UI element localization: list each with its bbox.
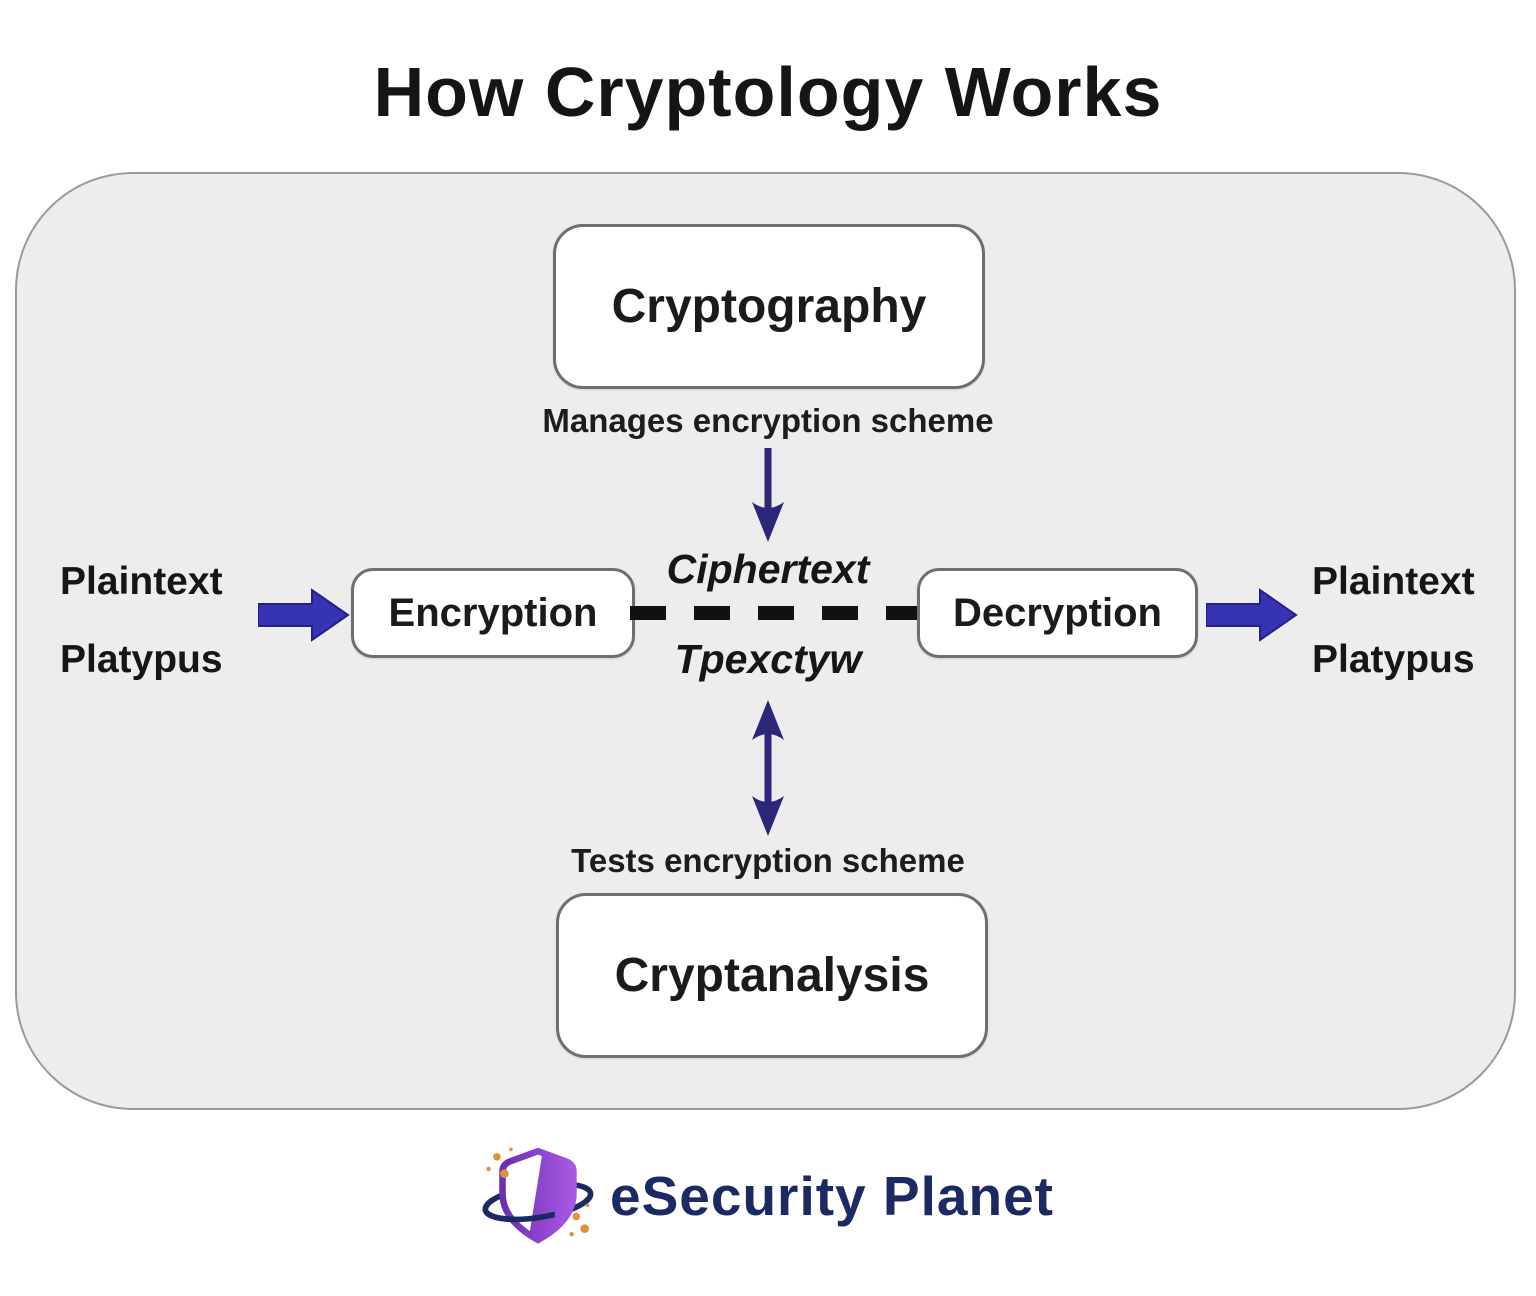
cryptography-box: Cryptography bbox=[553, 224, 985, 389]
decryption-label: Decryption bbox=[953, 590, 1162, 635]
output-platypus-label: Platypus bbox=[1312, 638, 1475, 681]
cryptanalysis-label: Cryptanalysis bbox=[614, 949, 930, 1002]
tests-caption: Tests encryption scheme bbox=[571, 842, 965, 879]
arrow-up-down-icon bbox=[752, 700, 784, 836]
shield-icon bbox=[482, 1147, 594, 1244]
ciphertext-encoded-label: Tpexctyw bbox=[674, 636, 862, 682]
arrow-right-icon bbox=[258, 588, 350, 642]
output-plaintext-label: Plaintext bbox=[1312, 560, 1475, 603]
decryption-box: Decryption bbox=[917, 568, 1198, 658]
input-plaintext-label: Plaintext bbox=[60, 560, 223, 603]
cryptography-label: Cryptography bbox=[611, 280, 927, 333]
encryption-label: Encryption bbox=[388, 590, 598, 635]
manages-caption: Manages encryption scheme bbox=[542, 402, 994, 439]
cryptanalysis-box: Cryptanalysis bbox=[556, 893, 988, 1058]
arrow-down-icon bbox=[752, 448, 784, 542]
ciphertext-label: Ciphertext bbox=[666, 546, 870, 592]
dashed-link-icon bbox=[630, 606, 920, 620]
input-platypus-label: Platypus bbox=[60, 638, 223, 681]
brand-logo-text: eSecurity Planet bbox=[610, 1165, 1054, 1227]
brand-logo: eSecurity Planet bbox=[0, 1140, 1536, 1252]
sparkle-dots-icon bbox=[486, 1147, 590, 1237]
page-title: How Cryptology Works bbox=[373, 53, 1163, 131]
arrow-right-icon bbox=[1206, 588, 1298, 642]
